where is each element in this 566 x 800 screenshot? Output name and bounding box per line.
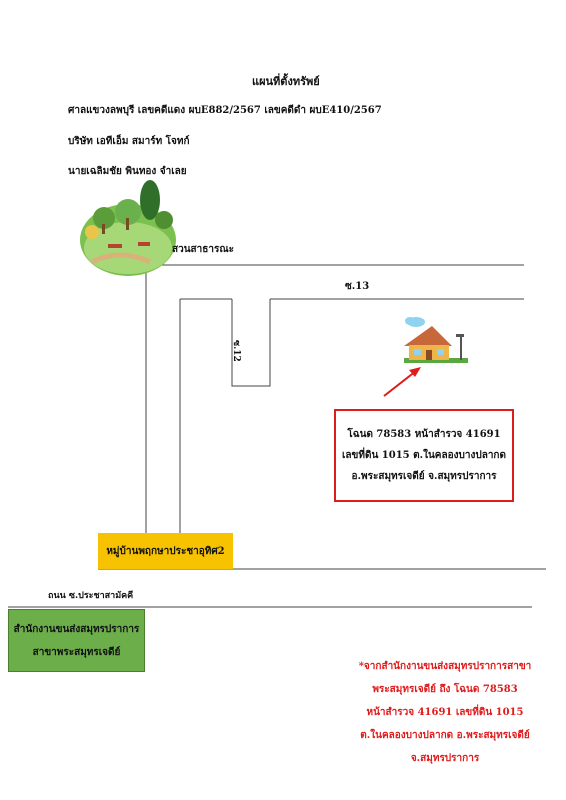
road-label: ถนน ซ.ประชาสามัคคี (48, 591, 134, 601)
park-label: สวนสาธารณะ (172, 244, 235, 255)
property-info-box: โฉนด 78583 หน้าสำรวจ 41691 เลขที่ดิน 101… (334, 409, 514, 502)
note-line-4: ต.ในคลองบางปลากด อ.พระสมุทรเจดีย์ (360, 730, 530, 741)
page-title: แผนที่ตั้งทรัพย์ (252, 75, 320, 88)
route-note: *จากสำนักงานขนส่งสมุทรปราการสาขา พระสมุท… (352, 655, 538, 770)
transport-office-box: สำนักงานขนส่งสมุทรปราการ สาขาพระสมุทรเจด… (8, 609, 145, 672)
village-label-box: หมู่บ้านพฤกษาประชาอุทิศ2 (98, 533, 233, 569)
soi12-label: ซ.12 (231, 340, 241, 362)
village-label: หมู่บ้านพฤกษาประชาอุทิศ2 (106, 545, 225, 557)
soi12-loop (231, 299, 271, 387)
plaintiff-line: บริษัท เอทีเอ็ม สมาร์ท โจทก์ (68, 136, 190, 147)
office-line-1: สำนักงานขนส่งสมุทรปราการ (13, 623, 140, 635)
property-line-1: โฉนด 78583 หน้าสำรวจ 41691 (347, 429, 501, 440)
house-icon (404, 317, 468, 363)
property-line-2: เลขที่ดิน 1015 ต.ในคลองบางปลากด (342, 450, 506, 461)
court-case-line: ศาลแขวงลพบุรี เลขคดีแดง ผบE882/2567 เลขค… (68, 105, 382, 116)
note-line-3: หน้าสำรวจ 41691 เลขที่ดิน 1015 (366, 707, 524, 718)
soi13-label: ซ.13 (345, 281, 370, 292)
property-line-3: อ.พระสมุทรเจดีย์ จ.สมุทรปราการ (351, 471, 497, 482)
office-line-2: สาขาพระสมุทรเจดีย์ (32, 646, 121, 658)
pointer-arrow (383, 367, 421, 397)
note-line-5: จ.สมุทรปราการ (410, 753, 480, 764)
note-line-1: *จากสำนักงานขนส่งสมุทรปราการสาขา (358, 661, 532, 672)
note-line-2: พระสมุทรเจดีย์ ถึง โฉนด 78583 (372, 684, 518, 695)
defendant-line: นายเฉลิมชัย พินทอง จำเลย (68, 166, 187, 177)
park-icon (80, 180, 176, 276)
